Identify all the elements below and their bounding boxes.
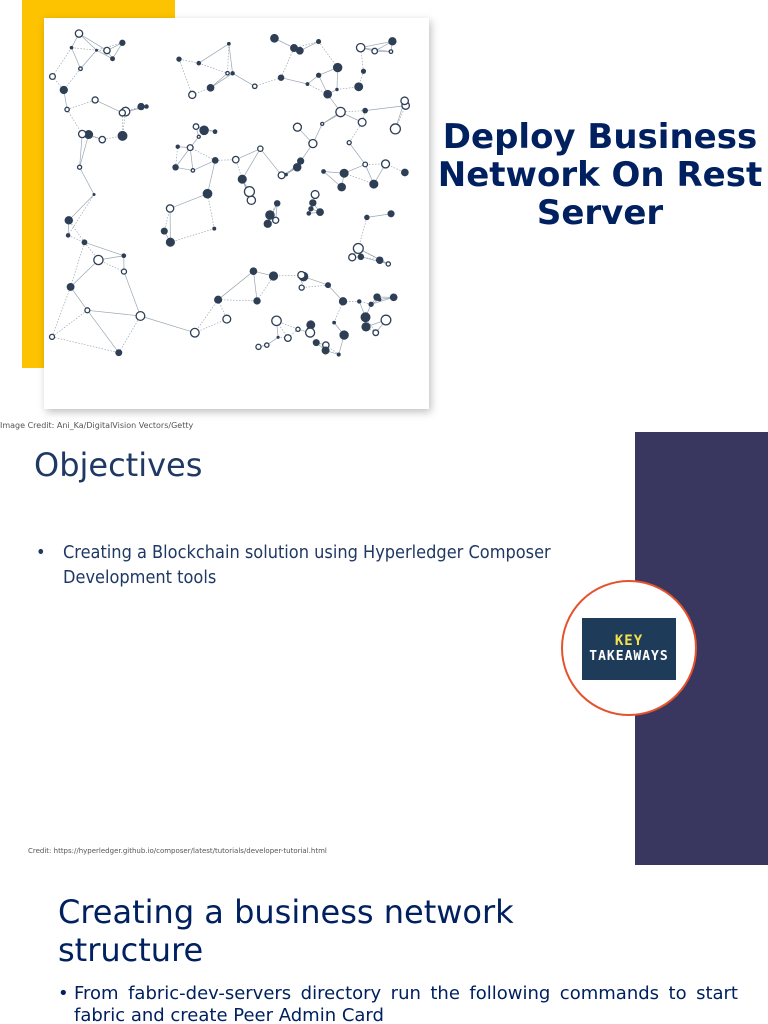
key-text: KEY [614,633,644,649]
list-item-text: Creating a Blockchain solution using Hyp… [63,542,551,588]
bullet-icon: • [36,542,46,563]
slide-title-deploy: Deploy Business Network On Rest Server I… [0,0,768,432]
image-credit: Image Credit: Ani_Ka/DigitalVision Vecto… [0,421,194,430]
list-item-text: From fabric-dev-servers directory run th… [74,983,738,1024]
objectives-list: • Creating a Blockchain solution using H… [36,540,556,590]
network-nodes [48,29,411,357]
page-title: Deploy Business Network On Rest Server [437,117,763,233]
list-item: • From fabric-dev-servers directory run … [58,983,738,1024]
slide-objectives: Objectives • Creating a Blockchain solut… [0,432,768,865]
list-item: • Creating a Blockchain solution using H… [36,540,556,590]
slide-business-network-structure: Creating a business network structure • … [0,865,768,1024]
network-edges [51,33,406,355]
source-credit: Credit: https://hyperledger.github.io/co… [28,847,327,855]
bullet-icon: • [58,983,69,1004]
section-heading: Creating a business network structure [58,893,514,969]
network-graph-image [44,18,429,409]
takeaways-text: TAKEAWAYS [589,649,669,664]
network-nodes-illustration [48,29,411,357]
objectives-heading: Objectives [34,446,203,484]
instructions-list: • From fabric-dev-servers directory run … [58,983,738,1024]
key-takeaways-image: KEY TAKEAWAYS [582,618,676,680]
